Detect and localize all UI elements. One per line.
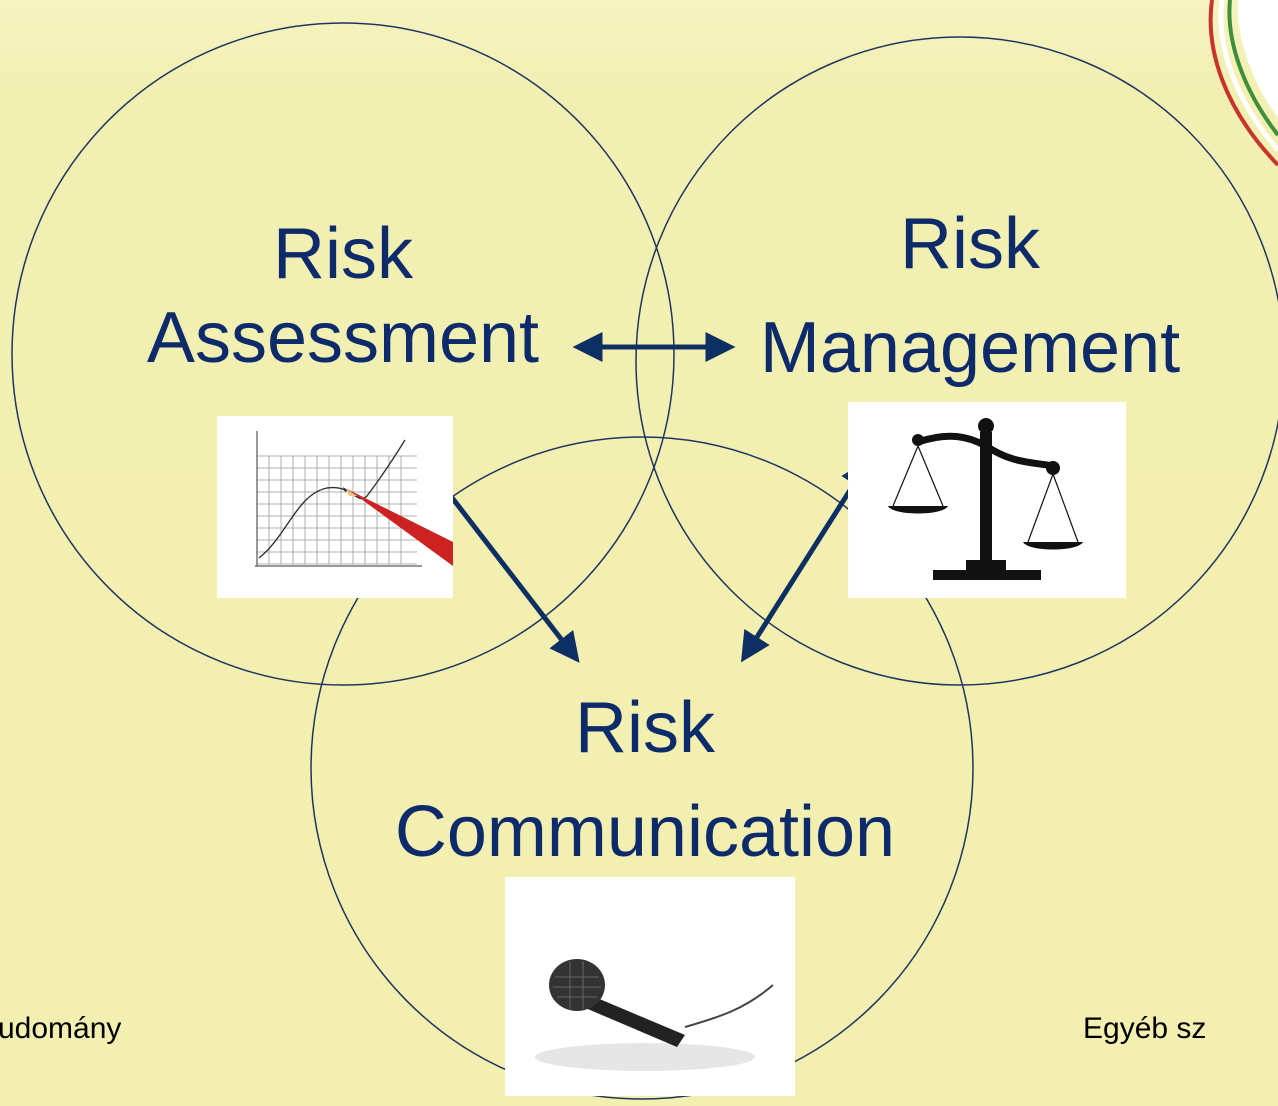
risk-management-label: Risk Management [720,208,1220,384]
management-line1: Risk [900,204,1040,284]
graph-picture [217,416,453,598]
assessment-line1: Risk [273,214,413,294]
microphone-icon [535,959,774,1071]
balance-scale-icon [888,418,1083,580]
risk-assessment-label: Risk Assessment [108,218,578,374]
logo-fragment [1208,0,1278,167]
communication-circle [310,436,974,1100]
management-line2: Management [759,308,1181,388]
arrow-management-communication [740,458,871,663]
footer-left-text: udomány [0,1012,122,1045]
footer-right-text: Egyéb sz [1083,1012,1207,1045]
assessment-line2: Assessment [146,298,540,378]
line-graph-with-pencil-icon [255,431,453,567]
risk-communication-label: Risk Communication [345,692,945,868]
communication-line1: Risk [575,688,715,768]
communication-line2: Communication [394,792,896,872]
microphone-picture [505,877,795,1096]
scale-picture [848,402,1126,598]
